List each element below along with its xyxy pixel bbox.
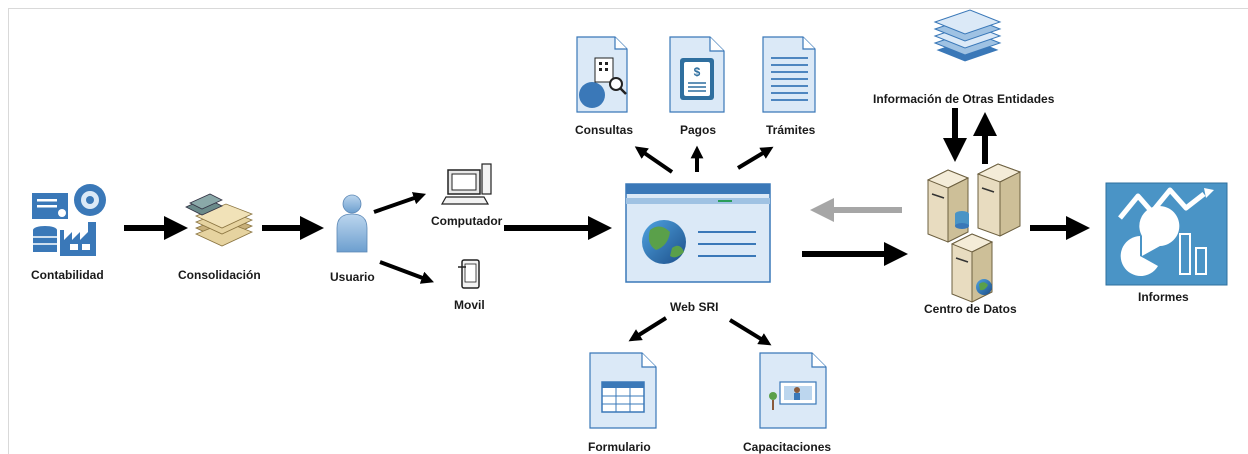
formulario-icon [589,352,657,429]
pagos-label: Pagos [680,123,717,137]
usuario-icon [336,194,368,253]
centro-datos-label: Centro de Datos [924,302,1017,316]
computador-icon [440,163,492,205]
arrow-web-formulario [628,316,668,342]
otras-entidades-icon [933,9,1002,63]
diagram-frame [8,8,1248,454]
svg-text:$: $ [694,65,701,79]
arrow-usuario-computador [373,192,427,214]
contabilidad-icon [32,184,106,256]
tramites-icon [762,36,816,113]
formulario-label: Formulario [588,440,651,454]
arrow-usuario-movil [379,260,434,284]
tramites-label: Trámites [766,123,816,137]
capacitaciones-icon [759,352,827,429]
arrow-web-tramites [736,146,774,170]
otras-entidades-label: Información de Otras Entidades [873,92,1055,106]
consultas-label: Consultas [575,123,634,137]
web-sri-icon [625,183,771,283]
contabilidad-label: Contabilidad [31,268,104,282]
informes-icon [1105,182,1228,286]
web-sri-label: Web SRI [670,300,719,314]
capacitaciones-label: Capacitaciones [743,440,832,454]
movil-label: Movil [454,298,485,312]
informes-label: Informes [1138,290,1189,304]
computador-label: Computador [431,214,503,228]
consolidacion-label: Consolidación [178,268,261,282]
consolidacion-icon [185,193,254,247]
pagos-icon: $ [669,36,725,113]
arrow-web-consultas [634,146,674,174]
centro-datos-icon [926,163,1022,303]
movil-icon [458,259,480,289]
usuario-label: Usuario [330,270,375,284]
arrow-web-capacitaciones [728,318,772,346]
consultas-icon [576,36,628,113]
